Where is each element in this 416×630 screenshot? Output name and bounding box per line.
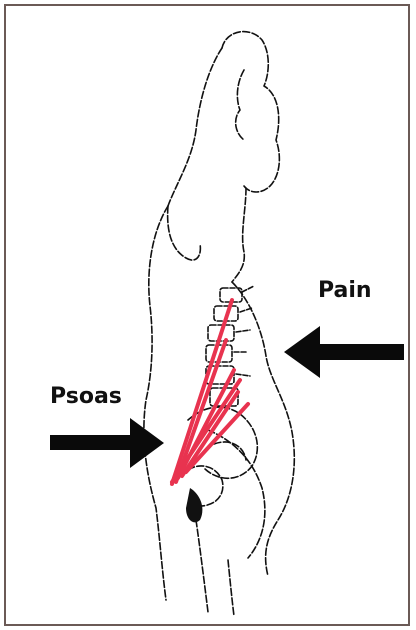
pelvis-ilium [214, 442, 246, 460]
shadow-region [186, 488, 202, 522]
ear-outline [236, 70, 244, 140]
leg-back [196, 520, 208, 612]
breast-outline [168, 206, 201, 260]
neck-back [168, 48, 222, 206]
arrow-left-icon [280, 320, 408, 384]
back-outline [144, 206, 168, 600]
leg-front [228, 560, 234, 616]
chest-outline [232, 188, 246, 282]
hip-outline [208, 430, 265, 558]
psoas-label: Psoas [50, 384, 122, 409]
arrow-right-icon [48, 414, 168, 472]
pain-label: Pain [318, 278, 372, 303]
head-outline [222, 32, 279, 192]
